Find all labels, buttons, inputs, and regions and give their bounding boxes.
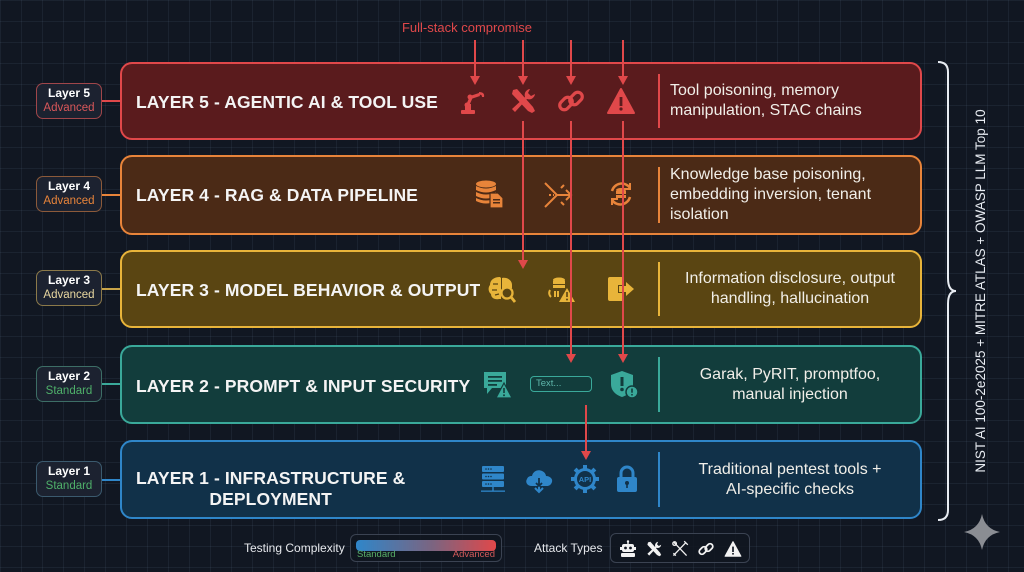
layer-1-box: LAYER 1 - INFRASTRUCTURE & DEPLOYMENT Tr…	[120, 440, 922, 519]
layer-5-badge: Layer 5 Advanced	[36, 83, 102, 119]
robot-arm-icon	[457, 86, 487, 116]
frameworks-label: NIST AI 100-2e2025 + MITRE ATLAS + OWASP…	[973, 109, 988, 473]
api-gear-icon: API	[570, 464, 600, 494]
layer-3-box: LAYER 3 - MODEL BEHAVIOR & OUTPUT Inform…	[120, 250, 922, 328]
layer-1-badge: Layer 1 Standard	[36, 461, 102, 497]
layer-2-badge: Layer 2 Standard	[36, 366, 102, 402]
link-icon	[697, 540, 715, 558]
layer-2-title: LAYER 2 - PROMPT & INPUT SECURITY	[136, 376, 471, 396]
brain-search-icon	[487, 274, 517, 304]
full-stack-compromise-label: Full-stack compromise	[401, 20, 533, 35]
layer-4-box: LAYER 4 - RAG & DATA PIPELINE Knowledge …	[120, 155, 922, 235]
layer-5-connector	[102, 100, 120, 102]
warning-icon	[724, 540, 742, 558]
cloud-download-icon	[524, 464, 554, 494]
text-input-icon: Text...	[530, 376, 592, 392]
database-sync-icon	[606, 179, 636, 209]
database-document-icon	[474, 179, 504, 209]
tools-icon	[508, 86, 538, 116]
layer-3-divider	[658, 262, 660, 316]
crossed-tools-icon	[671, 540, 689, 558]
testing-complexity-label: Testing Complexity	[244, 541, 345, 555]
warning-icon	[606, 86, 636, 116]
layer-2-divider	[658, 357, 660, 412]
sparkle-star-icon	[964, 514, 1000, 550]
output-export-icon	[605, 274, 635, 304]
framework-brace	[937, 61, 957, 521]
layer-4-badge: Layer 4 Advanced	[36, 176, 102, 212]
layer-1-divider	[658, 452, 660, 507]
lock-icon	[612, 464, 642, 494]
complexity-high-label: Advanced	[452, 549, 495, 560]
layer-5-divider	[658, 74, 660, 128]
complexity-gradient-bar	[356, 540, 496, 551]
link-icon	[556, 86, 586, 116]
tools-icon	[645, 540, 663, 558]
layer-4-title: LAYER 4 - RAG & DATA PIPELINE	[136, 185, 418, 205]
attack-types-label: Attack Types	[534, 541, 603, 555]
layer-3-badge: Layer 3 Advanced	[36, 270, 102, 306]
layer-3-connector	[102, 288, 120, 290]
layer-5-title: LAYER 5 - AGENTIC AI & TOOL USE	[136, 92, 438, 112]
shield-alert-icon	[609, 369, 639, 399]
layer-1-title: LAYER 1 - INFRASTRUCTURE & DEPLOYMENT	[136, 468, 406, 509]
svg-text:API: API	[579, 475, 592, 484]
complexity-low-label: Standard	[357, 549, 396, 560]
layer-1-connector	[102, 479, 120, 481]
server-stack-icon	[479, 464, 509, 494]
chat-warning-icon	[482, 369, 512, 399]
robot-icon	[619, 540, 637, 558]
layer-4-description: Knowledge base poisoning,embedding inver…	[670, 166, 872, 223]
layer-2-box: LAYER 2 - PROMPT & INPUT SECURITY Garak,…	[120, 345, 922, 424]
complexity-gradient-legend: Standard Advanced	[350, 534, 502, 562]
layer-2-description: Garak, PyRIT, promptfoo,manual injection	[699, 365, 881, 403]
layer-4-divider	[658, 167, 660, 223]
layer-4-connector	[102, 194, 120, 196]
layer-5-box: LAYER 5 - AGENTIC AI & TOOL USE Tool poi…	[120, 62, 922, 140]
layer-3-title: LAYER 3 - MODEL BEHAVIOR & OUTPUT	[136, 280, 481, 300]
layer-2-connector	[102, 383, 120, 385]
layer-1-description: Traditional pentest tools +AI-specific c…	[698, 460, 882, 498]
attack-types-legend	[610, 533, 750, 563]
